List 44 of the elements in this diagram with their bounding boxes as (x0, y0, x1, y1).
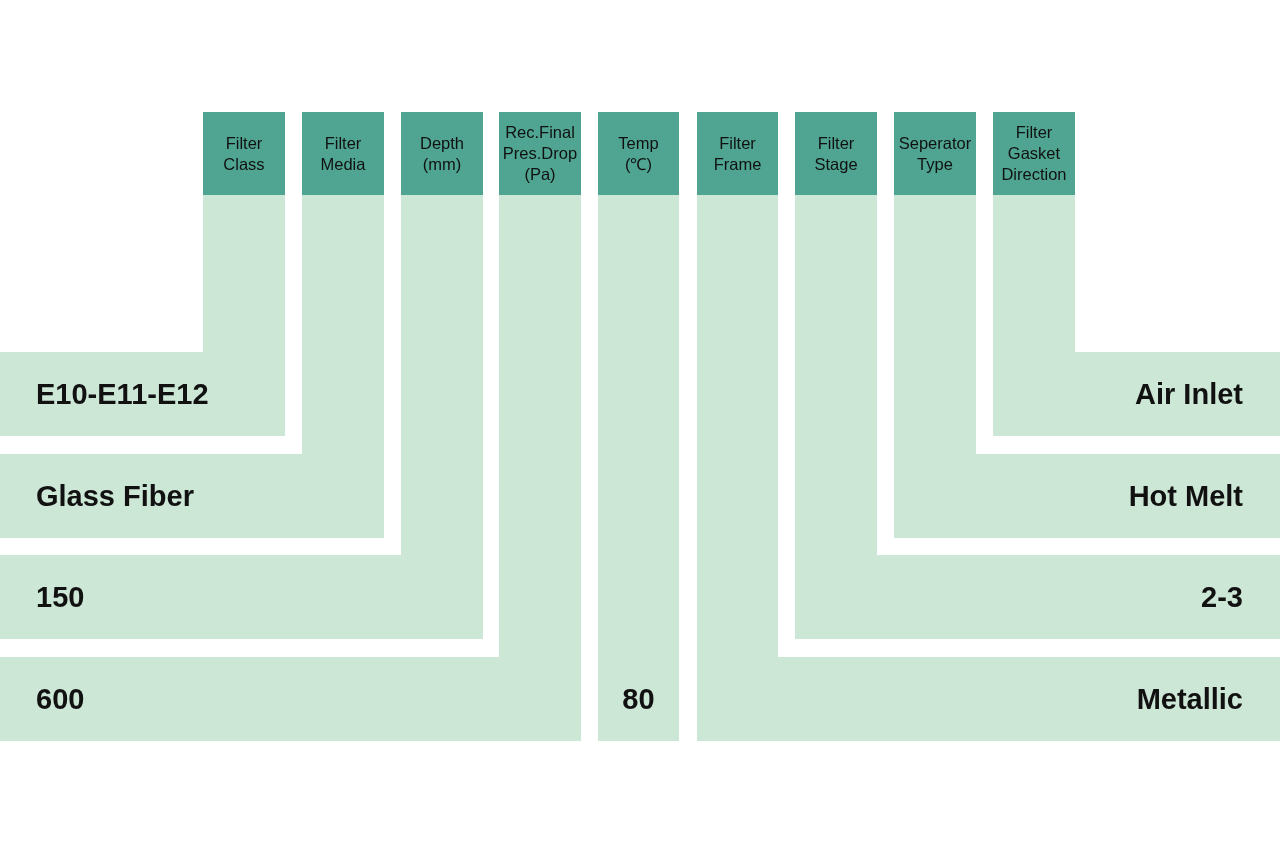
connector-band (993, 195, 1075, 352)
header-label: Filter Media (319, 132, 367, 175)
connector-band (302, 195, 384, 454)
column-header-tile (401, 112, 483, 195)
column-header-tile (499, 112, 581, 195)
connector-band (697, 195, 778, 657)
column-header-tile (697, 112, 778, 195)
value-label: 600 (36, 682, 85, 716)
column-header-tile (894, 112, 976, 195)
connector-band (499, 195, 581, 657)
column-header-tile (203, 112, 285, 195)
column-header-tile (302, 112, 384, 195)
value-bar (0, 454, 384, 538)
header-label: Filter Gasket Direction (1000, 122, 1068, 185)
header-label: Depth (mm) (419, 132, 465, 175)
value-label: Glass Fiber (36, 479, 194, 513)
value-label: Hot Melt (1128, 479, 1243, 513)
connector-band (894, 195, 976, 454)
value-label: Air Inlet (1135, 377, 1243, 411)
connector-band (401, 195, 483, 555)
header-label: Filter Frame (712, 132, 763, 175)
header-label: Filter Stage (813, 132, 859, 175)
header-label: Seperator Type (897, 132, 973, 175)
value-bar (993, 352, 1280, 436)
value-label: 80 (622, 682, 655, 716)
value-bar (0, 352, 285, 436)
value-label: Metallic (1136, 682, 1243, 716)
value-bar (0, 657, 581, 741)
connector-band (598, 195, 679, 657)
value-bar (0, 555, 483, 639)
header-label: Rec.Final Pres.Drop (Pa) (501, 122, 579, 185)
column-header-tile (598, 112, 679, 195)
value-bar (697, 657, 1280, 741)
column-header-tile (795, 112, 877, 195)
connector-band (203, 195, 285, 352)
header-label: Temp (℃) (617, 132, 660, 175)
column-header-tile (993, 112, 1075, 195)
value-bar (894, 454, 1280, 538)
value-label: 150 (36, 580, 85, 614)
value-label: E10-E11-E12 (36, 377, 209, 411)
value-bar (795, 555, 1280, 639)
value-bar (598, 657, 679, 741)
header-label: Filter Class (222, 132, 266, 175)
value-label: 2-3 (1201, 580, 1243, 614)
